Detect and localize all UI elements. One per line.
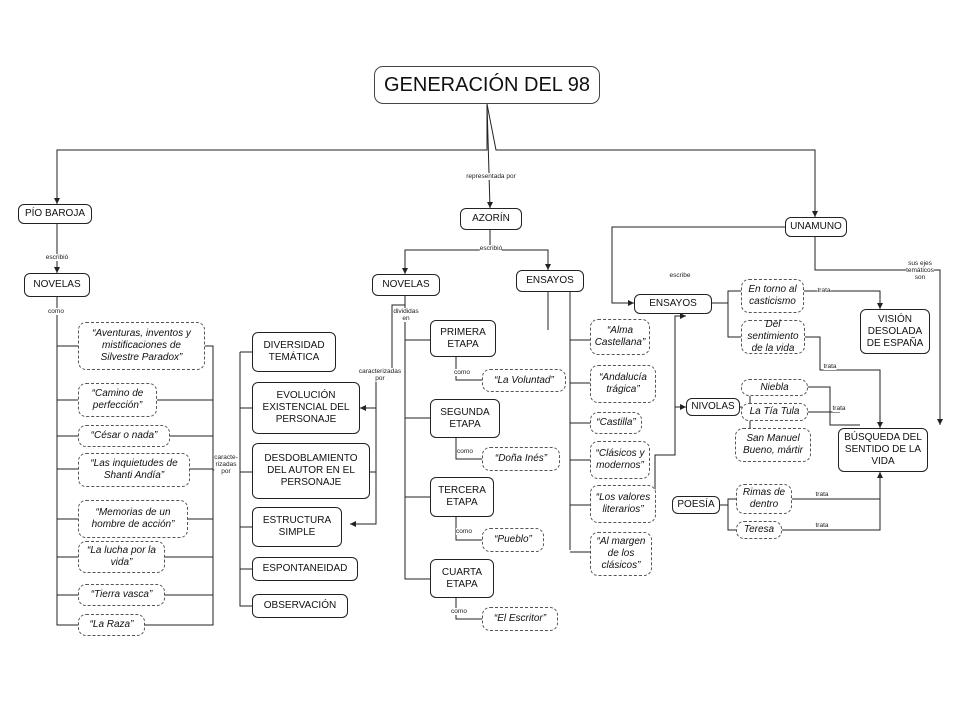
baroja-work: “Memorias de un hombre de acción” xyxy=(78,500,188,538)
baroja-feature: ESTRUCTURA SIMPLE xyxy=(252,507,342,547)
unamuno-poem: Rimas de dentro xyxy=(736,484,792,514)
author-unamuno: UNAMUNO xyxy=(785,217,847,237)
edge-label-escribe-unamuno: escribe xyxy=(669,272,691,279)
azorin-essay: “Al margen de los clásicos” xyxy=(590,532,652,576)
unamuno-poesia-label: POESÍA xyxy=(672,496,720,514)
edge-label-trata-5: trata xyxy=(815,522,829,529)
azorin-essay: “Andalucía trágica” xyxy=(590,365,656,403)
unamuno-theme: BÚSQUEDA DEL SENTIDO DE LA VIDA xyxy=(838,428,928,472)
edge-label-representada: representada por xyxy=(466,173,516,180)
azorin-stage: SEGUNDA ETAPA xyxy=(430,399,500,438)
author-azorin: AZORÍN xyxy=(460,208,522,230)
unamuno-nivola: Niebla xyxy=(741,379,808,396)
azorin-essay: “Clásicos y modernos” xyxy=(590,441,650,479)
edge-label-caracterizadas-baroja: caracte- rizadas por xyxy=(214,454,238,475)
edge-label-como-2: como xyxy=(457,448,473,455)
edge-label-divididas: divididas en xyxy=(393,308,419,322)
edge-label-trata-2: trata xyxy=(823,363,837,370)
baroja-work: “César o nada” xyxy=(78,425,170,447)
edge-label-trata-4: trata xyxy=(815,491,829,498)
azorin-stage-work: “Doña Inés” xyxy=(482,447,560,471)
azorin-stage-work: “Pueblo” xyxy=(482,528,544,552)
baroja-work: “La lucha por la vida” xyxy=(78,541,165,573)
edge-label-escribio-azorin: escribió xyxy=(479,245,503,252)
edge-label-trata-1: trata xyxy=(817,287,831,294)
edge-label-como-3: como xyxy=(456,528,472,535)
baroja-feature: DESDOBLAMIENTO DEL AUTOR EN EL PERSONAJE xyxy=(252,443,370,499)
edge-label-como-4: como xyxy=(451,608,467,615)
azorin-stage: CUARTA ETAPA xyxy=(430,559,494,598)
unamuno-poem: Teresa xyxy=(736,521,782,539)
azorin-stage-work: “El Escritor” xyxy=(482,607,558,631)
unamuno-essay: En torno al casticismo xyxy=(741,279,804,313)
baroja-novelas: NOVELAS xyxy=(24,273,90,297)
baroja-work: “Las inquietudes de Shanti Andía” xyxy=(78,453,190,487)
page-title: GENERACIÓN DEL 98 xyxy=(374,66,600,104)
edge-label-sus-ejes: sus ejes temáticos son xyxy=(906,260,934,281)
edge-label-como-baroja: como xyxy=(48,308,64,315)
baroja-work: “La Raza” xyxy=(78,614,145,636)
baroja-work: “Aventuras, inventos y mistificaciones d… xyxy=(78,322,205,370)
author-pio-baroja: PÍO BAROJA xyxy=(18,204,92,224)
azorin-essay: “Los valores literarios” xyxy=(590,485,656,523)
baroja-work: “Tierra vasca” xyxy=(78,584,165,606)
azorin-stage: PRIMERA ETAPA xyxy=(430,320,496,357)
unamuno-ensayos: ENSAYOS xyxy=(634,294,712,314)
unamuno-nivolas-label: NIVOLAS xyxy=(686,398,740,416)
unamuno-nivola: La Tía Tula xyxy=(741,403,808,421)
azorin-essay: “Alma Castellana” xyxy=(590,319,650,355)
unamuno-nivola: San Manuel Bueno, mártir xyxy=(735,428,811,462)
baroja-work: “Camino de perfección” xyxy=(78,383,157,417)
azorin-ensayos: ENSAYOS xyxy=(516,270,584,292)
baroja-feature: OBSERVACIÓN xyxy=(252,594,348,618)
edge-label-trata-3: trata xyxy=(832,405,846,412)
unamuno-theme: VISIÓN DESOLADA DE ESPAÑA xyxy=(860,309,930,354)
baroja-feature: DIVERSIDAD TEMÁTICA xyxy=(252,332,336,372)
unamuno-essay: Del sentimiento de la vida xyxy=(741,319,805,354)
edge-label-como-1: como xyxy=(454,369,470,376)
edge-label-escribio-baroja: escribió xyxy=(45,254,69,261)
baroja-feature: ESPONTANEIDAD xyxy=(252,557,358,581)
baroja-feature: EVOLUCIÓN EXISTENCIAL DEL PERSONAJE xyxy=(252,382,360,434)
azorin-essay: “Castilla” xyxy=(590,412,642,434)
edge-label-caracterizadas-azorin: caracterizadas por xyxy=(358,368,402,382)
azorin-stage: TERCERA ETAPA xyxy=(430,477,494,517)
azorin-novelas: NOVELAS xyxy=(372,274,440,296)
azorin-stage-work: “La Voluntad” xyxy=(482,369,566,392)
